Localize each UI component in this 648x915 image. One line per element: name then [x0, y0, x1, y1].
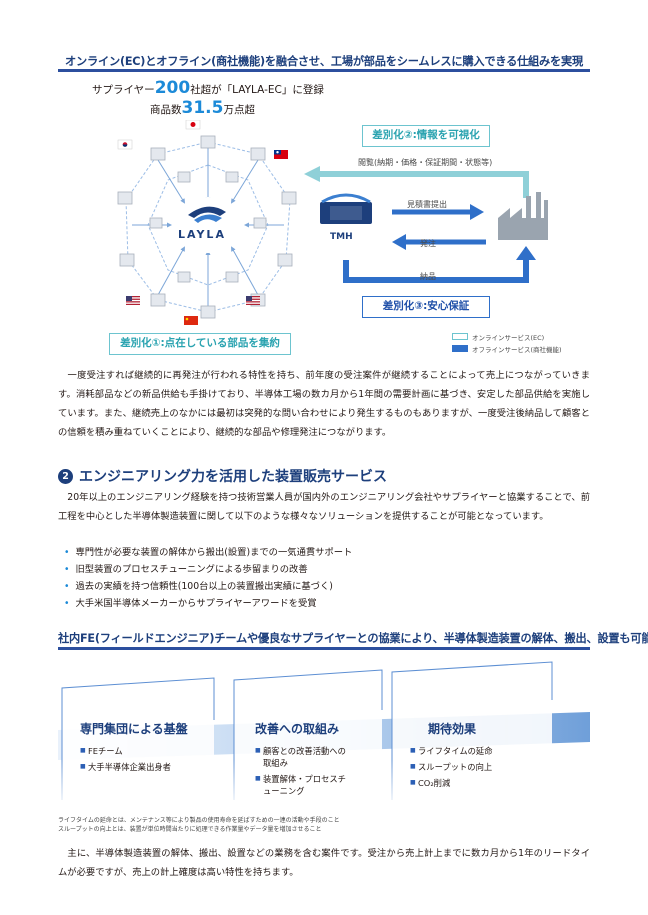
factory-icon: [498, 192, 548, 240]
list-item: 過去の実績を持つ信頼性(100台以上の装置搬出実績に基づく): [64, 578, 352, 595]
banner-top-rule: [58, 69, 590, 72]
product-stat: 商品数31.5万点超: [150, 98, 255, 118]
layla-logo: LAYLA: [178, 228, 226, 241]
tag-differentiation-1: 差別化①:点在している部品を集約: [109, 333, 291, 355]
flag-us-icon: [126, 296, 140, 305]
list-item: ライフタイムの延命: [410, 745, 540, 757]
legend-offline-label: オフラインサービス(商社機能): [472, 346, 562, 354]
list-item: 大手半導体企業出身者: [80, 761, 200, 773]
legend-online-label: オンラインサービス(EC): [472, 334, 545, 342]
list-item: 装置解体・プロセスチューニング: [255, 773, 353, 797]
list-item: スループットの向上: [410, 761, 540, 773]
column-3-list: ライフタイムの延命 スループットの向上 CO₂削減: [410, 745, 540, 789]
section-2-title: エンジニアリング力を活用した装置販売サービス: [79, 469, 387, 485]
list-item: 旧型装置のプロセスチューニングによる歩留まりの改善: [64, 561, 352, 578]
flow-arrows-graphic: [304, 166, 548, 283]
column-1-title: 専門集団による基盤: [80, 722, 188, 736]
tag-differentiation-2: 差別化②:情報を可視化: [362, 125, 490, 147]
list-item: 専門性が必要な装置の解体から搬出(設置)までの一気通貫サポート: [64, 544, 352, 561]
paragraph-equipment-sales: 主に、半導体製造装置の解体、搬出、設置などの業務を含む案件です。受注から売上計上…: [58, 848, 590, 878]
banner-bottom: 社内FE(フィールドエンジニア)チームや優良なサプライヤーとの協業により、半導体…: [58, 632, 648, 645]
section-number-badge: 2: [58, 469, 73, 484]
footnote-lifetime: ライフタイムの延命とは、メンテナンス等により製品の使用寿命を延ばすための一連の活…: [58, 817, 340, 824]
browse-label: 閲覧(納期・価格・保証期間・状態等): [358, 158, 493, 167]
flag-china-icon: [184, 316, 198, 325]
delivery-label: 納品: [420, 272, 436, 281]
column-2-title: 改善への取組み: [255, 722, 340, 736]
flag-korea-icon: [117, 139, 133, 150]
order-label: 発注: [420, 239, 436, 248]
footnote-throughput: スループットの向上とは、装置が単位時間当たりに処理できる作業量やデータ量を増加さ…: [58, 826, 322, 833]
paragraph-recurring-sales: 一度受注すれば継続的に再発注が行われる特性を持ち、前年度の受注案件が継続すること…: [58, 370, 590, 438]
supplier-stat: サプライヤー200社超が「LAYLA-EC」に登録: [92, 78, 324, 98]
list-item: 大手米国半導体メーカーからサプライヤーアワードを受賞: [64, 595, 352, 612]
supplier-network-graphic: [117, 120, 297, 325]
column-1-list: FEチーム 大手半導体企業出身者: [80, 745, 200, 773]
tag-differentiation-3: 差別化③:安心保証: [362, 296, 490, 318]
banner-bottom-rule: [58, 647, 590, 650]
section-2-heading: 2 エンジニアリング力を活用した装置販売サービス: [58, 466, 387, 486]
tmh-logo-text: TMH: [330, 232, 353, 242]
column-3-title: 期待効果: [428, 722, 477, 736]
legend-offline-swatch: [452, 345, 468, 352]
flag-taiwan-icon: [274, 150, 288, 159]
tmh-logo-icon: [320, 193, 372, 224]
list-item: FEチーム: [80, 745, 200, 757]
flag-japan-icon: [185, 120, 201, 130]
flag-us-icon: [246, 296, 260, 305]
list-item: CO₂削減: [410, 777, 540, 789]
section-2-bullet-list: 専門性が必要な装置の解体から搬出(設置)までの一気通貫サポート 旧型装置のプロセ…: [64, 544, 352, 612]
legend-online-swatch: [452, 333, 468, 340]
column-2-list: 顧客との改善活動への取組み 装置解体・プロセスチューニング: [255, 745, 353, 797]
list-item: 顧客との改善活動への取組み: [255, 745, 353, 769]
banner-top: オンライン(EC)とオフライン(商社機能)を融合させ、工場が部品をシームレスに購…: [65, 55, 583, 68]
section-2-paragraph: 20年以上のエンジニアリング経験を持つ技術営業人員が国内外のエンジニアリング会社…: [58, 492, 590, 522]
quote-label: 見積書提出: [407, 200, 447, 209]
